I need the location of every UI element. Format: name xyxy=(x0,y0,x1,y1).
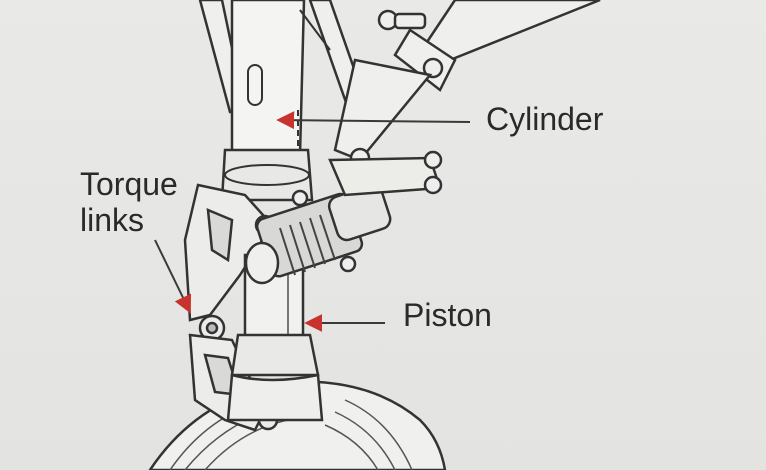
label-piston: Piston xyxy=(403,297,492,333)
upper-struts xyxy=(198,0,601,169)
cylinder-body xyxy=(220,0,331,202)
label-torque-links: Torque links xyxy=(80,166,178,238)
torque-links-drawing xyxy=(183,183,279,432)
piston-body xyxy=(226,253,324,422)
callout-torque-links xyxy=(154,239,192,314)
actuator-drawing xyxy=(244,150,443,285)
label-cylinder: Cylinder xyxy=(486,101,604,137)
label-torque-line2: links xyxy=(80,202,145,238)
label-torque-line1: Torque xyxy=(80,166,178,202)
callout-cylinder xyxy=(276,111,471,130)
